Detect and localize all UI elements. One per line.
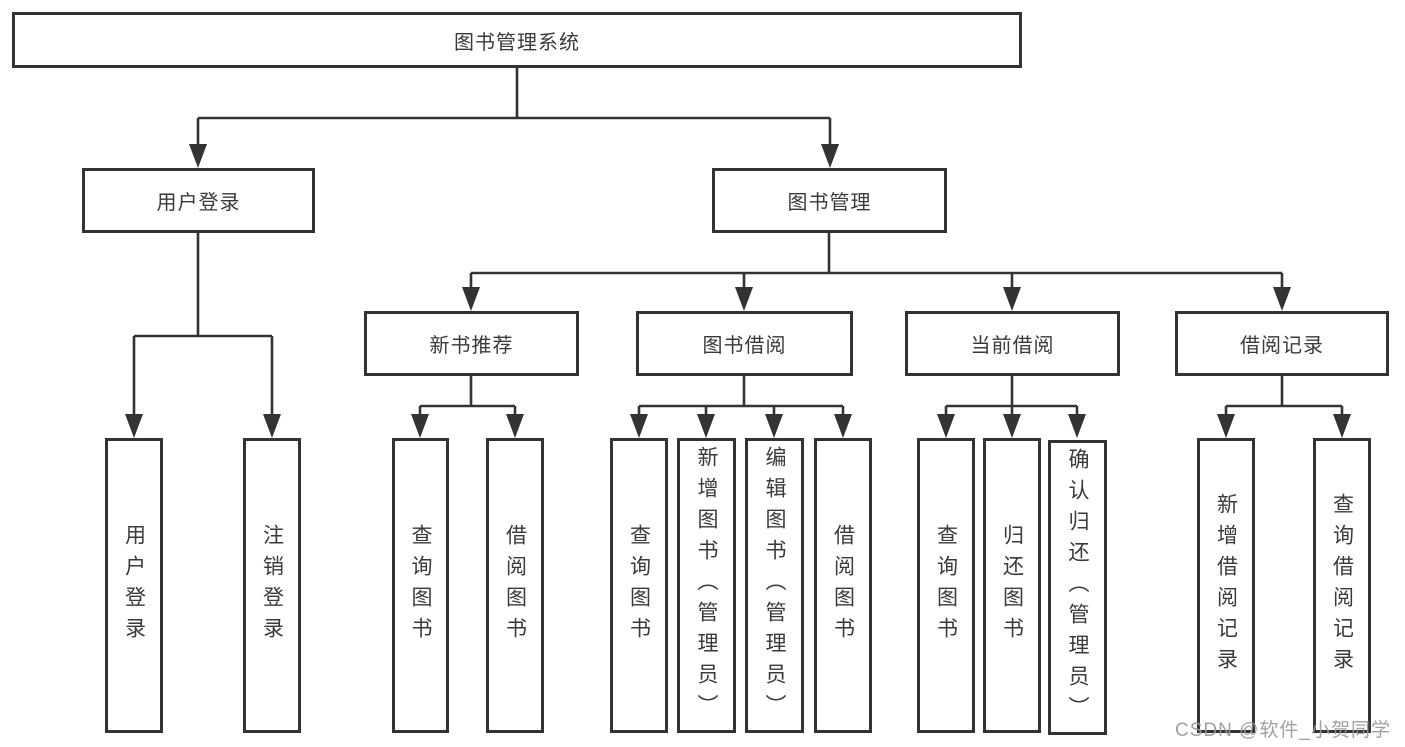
node-label: 用户登录 — [156, 192, 241, 214]
arrowhead — [189, 144, 207, 168]
connector-borrow-subtree — [637, 376, 845, 418]
node-user-login-group: 用户登录 — [82, 168, 315, 233]
node-new-book-recommend: 新书推荐 — [364, 311, 579, 376]
node-book-management: 图书管理 — [712, 168, 947, 233]
node-query-borrow-record: 查询借阅记录 — [1313, 438, 1371, 733]
node-label: 新书推荐 — [429, 335, 514, 357]
node-query-books-1: 查询图书 — [392, 438, 449, 733]
node-user-login: 用户登录 — [105, 438, 163, 733]
connector-current-subtree — [944, 376, 1079, 418]
node-label: 借阅图书 — [503, 523, 527, 648]
connector-record-subtree — [1224, 376, 1344, 418]
node-label: 当前借阅 — [970, 335, 1055, 357]
node-label: 新增借阅记录 — [1214, 492, 1238, 679]
node-borrowing-records: 借阅记录 — [1175, 311, 1389, 376]
node-add-book-admin: 新增图书（管理员） — [677, 438, 736, 733]
arrowheads — [125, 144, 1351, 438]
csdn-watermark: CSDN @软件_小贺同学 — [1175, 720, 1391, 741]
node-label: 查询借阅记录 — [1330, 492, 1354, 679]
arrowhead — [1003, 414, 1021, 438]
node-label: 确认归还（管理员） — [1066, 448, 1089, 727]
node-borrow-books-2: 借阅图书 — [814, 438, 872, 733]
node-label: 借阅图书 — [831, 523, 855, 648]
node-label: 查询图书 — [934, 523, 958, 648]
node-query-books-2: 查询图书 — [610, 438, 668, 733]
node-logout: 注销登录 — [243, 438, 301, 733]
node-book-borrowing: 图书借阅 — [636, 311, 853, 376]
node-label: 编辑图书（管理员） — [763, 446, 786, 725]
node-query-books-3: 查询图书 — [917, 438, 975, 733]
node-label: 用户登录 — [122, 523, 146, 648]
arrowhead — [697, 414, 715, 438]
arrowhead — [1217, 414, 1235, 438]
arrowhead — [462, 287, 480, 311]
connector-bookmgmt-to-level3 — [469, 233, 1284, 291]
node-edit-book-admin: 编辑图书（管理员） — [745, 438, 804, 733]
connector-newbook-subtree — [418, 376, 517, 418]
arrowhead — [1333, 414, 1351, 438]
arrowhead — [937, 414, 955, 438]
node-label: 查询图书 — [409, 523, 432, 648]
node-add-borrow-record: 新增借阅记录 — [1197, 438, 1255, 733]
node-root-label: 图书管理系统 — [454, 31, 580, 54]
node-current-borrowing: 当前借阅 — [905, 311, 1120, 376]
arrowhead — [1273, 287, 1291, 311]
node-label: 图书管理 — [787, 192, 872, 214]
node-label: 图书借阅 — [702, 335, 787, 357]
arrowhead — [263, 414, 281, 438]
arrowhead — [821, 144, 839, 168]
connector-root-to-level2 — [196, 68, 832, 146]
node-label: 归还图书 — [1000, 523, 1024, 648]
arrowhead — [506, 414, 524, 438]
node-return-book: 归还图书 — [983, 438, 1041, 733]
node-label: 借阅记录 — [1240, 335, 1324, 357]
node-label: 查询图书 — [627, 523, 651, 648]
arrowhead — [630, 414, 648, 438]
arrowhead — [765, 414, 783, 438]
connector-userlogin-subtree — [132, 233, 274, 418]
node-root: 图书管理系统 — [12, 12, 1022, 68]
node-confirm-return-admin: 确认归还（管理员） — [1048, 440, 1107, 735]
node-label: 新增图书（管理员） — [695, 446, 718, 725]
node-borrow-books-1: 借阅图书 — [486, 438, 544, 733]
arrowhead — [834, 414, 852, 438]
arrowhead — [411, 414, 429, 438]
arrowhead — [1068, 414, 1086, 438]
arrowhead — [735, 287, 753, 311]
arrowhead — [1003, 287, 1021, 311]
arrowhead — [125, 414, 143, 438]
node-label: 注销登录 — [260, 523, 284, 648]
